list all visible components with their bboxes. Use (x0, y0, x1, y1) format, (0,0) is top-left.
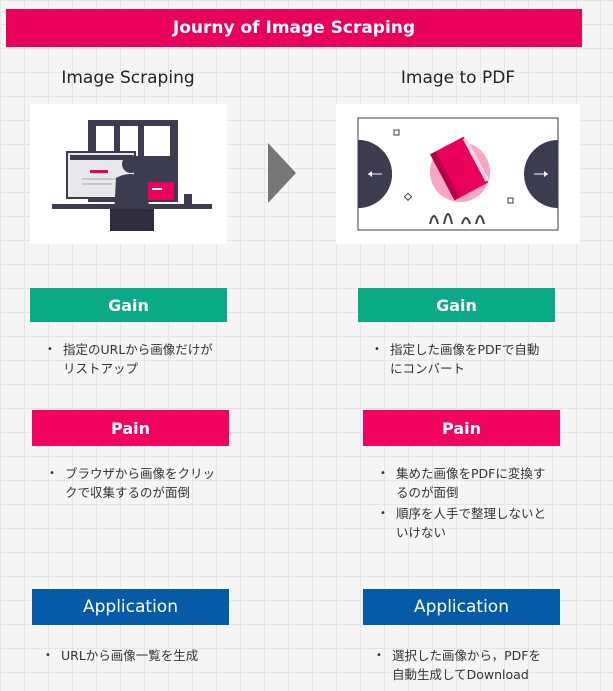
application-item-left-1: URLから画像一覧を生成 (44, 646, 244, 665)
gain-list-left: 指定のURLから画像だけが リストアップ (46, 340, 246, 378)
application-list-left: URLから画像一覧を生成 (44, 646, 244, 665)
pain-header-left: Pain (32, 410, 229, 446)
application-header-right: Application (363, 589, 560, 625)
column-heading-image-to-pdf: Image to PDF (400, 68, 516, 88)
image-scraping-illustration (30, 104, 227, 244)
gain-list-right: 指定した画像をPDFで自動 にコンバート (373, 340, 573, 378)
cup-shape (184, 194, 192, 204)
pain-list-left: ブラウザから画像をクリッ クで収集するのが面倒 (48, 464, 248, 502)
pain-item-right-1: 集めた画像をPDFに変換す るのが面倒 (379, 464, 579, 502)
book-shape (430, 136, 489, 201)
application-item-right-1: 選択した画像から，PDFを 自動生成してDownload (375, 646, 575, 684)
column-heading-image-scraping: Image Scraping (61, 68, 195, 88)
person-body (114, 174, 150, 216)
book-to-pdf-illustration (357, 117, 559, 231)
image-to-pdf-illustration (336, 104, 580, 244)
application-list-right: 選択した画像から，PDFを 自動生成してDownload (375, 646, 575, 684)
pain-header-right: Pain (363, 410, 560, 446)
application-header-left: Application (32, 589, 229, 625)
gain-header-right: Gain (358, 288, 555, 322)
gain-item-left-1: 指定のURLから画像だけが リストアップ (46, 340, 246, 378)
pain-item-left-1: ブラウザから画像をクリッ クで収集するのが面倒 (48, 464, 248, 502)
person-head (122, 155, 140, 173)
pain-item-right-2: 順序を人手で整理しないと いけない (379, 504, 579, 542)
gain-item-right-1: 指定した画像をPDFで自動 にコンバート (373, 340, 573, 378)
gain-header-left: Gain (30, 288, 227, 322)
laptop-shape (148, 182, 174, 200)
grass-shape (429, 213, 485, 225)
arrow-right-icon (268, 143, 296, 203)
pain-list-right: 集めた画像をPDFに変換す るのが面倒 順序を人手で整理しないと いけない (379, 464, 579, 542)
person-at-computer-illustration (52, 120, 212, 231)
diagram-title: Journy of Image Scraping (6, 9, 582, 47)
